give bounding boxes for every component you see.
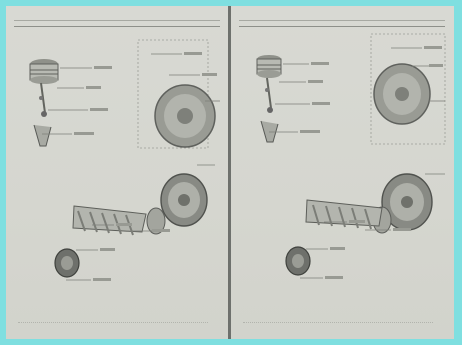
left-page [6, 6, 229, 339]
callout-lines [269, 47, 445, 279]
flywheel-box [137, 39, 209, 149]
right-page [231, 6, 454, 339]
book-binding [228, 6, 231, 339]
flywheel-box [370, 33, 446, 145]
label-marks [74, 52, 217, 281]
parts-catalog-spread [6, 6, 454, 339]
crankshaft [285, 199, 383, 276]
ring-gear [381, 173, 433, 231]
ring-gear [160, 173, 208, 227]
label-marks [300, 46, 443, 279]
left-page-header [14, 10, 220, 27]
flywheel [373, 63, 431, 125]
flywheel [154, 84, 216, 148]
left-exploded-diagram [29, 39, 220, 281]
right-page-header [239, 10, 445, 27]
plate-1 [146, 207, 166, 235]
piston-assembly [256, 55, 282, 143]
crankshaft [54, 205, 147, 278]
piston-assembly [29, 59, 59, 147]
left-footer [18, 322, 208, 333]
header-rule [239, 20, 445, 21]
header-rule [14, 20, 220, 21]
right-exploded-diagram [256, 33, 446, 279]
right-footer [243, 322, 433, 333]
